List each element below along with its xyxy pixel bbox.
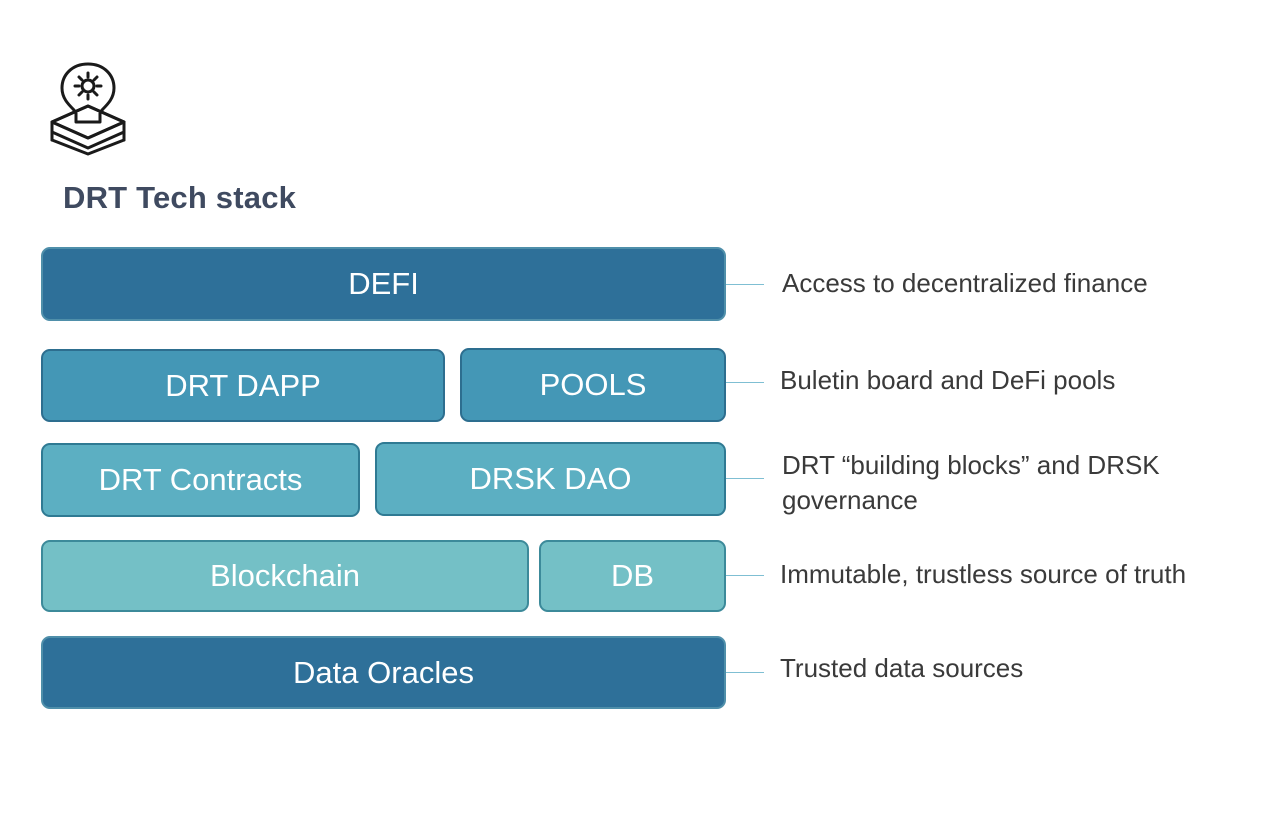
data-oracles-block: Data Oracles: [41, 636, 726, 709]
page-title: DRT Tech stack: [63, 180, 297, 215]
drt-contracts-block: DRT Contracts: [41, 443, 360, 517]
blockchain-block: Blockchain: [41, 540, 529, 612]
row3-description-line1: DRT “building blocks” and DRSK: [782, 450, 1160, 480]
row2-description: Buletin board and DeFi pools: [780, 365, 1116, 395]
row4-connector: [726, 575, 764, 576]
row5-description: Trusted data sources: [780, 653, 1024, 683]
row4-description: Immutable, trustless source of truth: [780, 559, 1187, 589]
row5-connector: [726, 672, 764, 673]
row3-description: DRT “building blocks” and DRSK governanc…: [782, 448, 1160, 518]
drsk-dao-block: DRSK DAO: [375, 442, 726, 516]
db-block: DB: [539, 540, 726, 612]
row3-connector: [726, 478, 764, 479]
row1-description: Access to decentralized finance: [782, 268, 1148, 298]
lightbulb-gear-layers-icon: [48, 60, 128, 156]
pools-block: POOLS: [460, 348, 726, 422]
drt-dapp-block: DRT DAPP: [41, 349, 445, 422]
row2-connector: [726, 382, 764, 383]
row3-description-line2: governance: [782, 485, 918, 515]
defi-block: DEFI: [41, 247, 726, 321]
row1-connector: [726, 284, 764, 285]
